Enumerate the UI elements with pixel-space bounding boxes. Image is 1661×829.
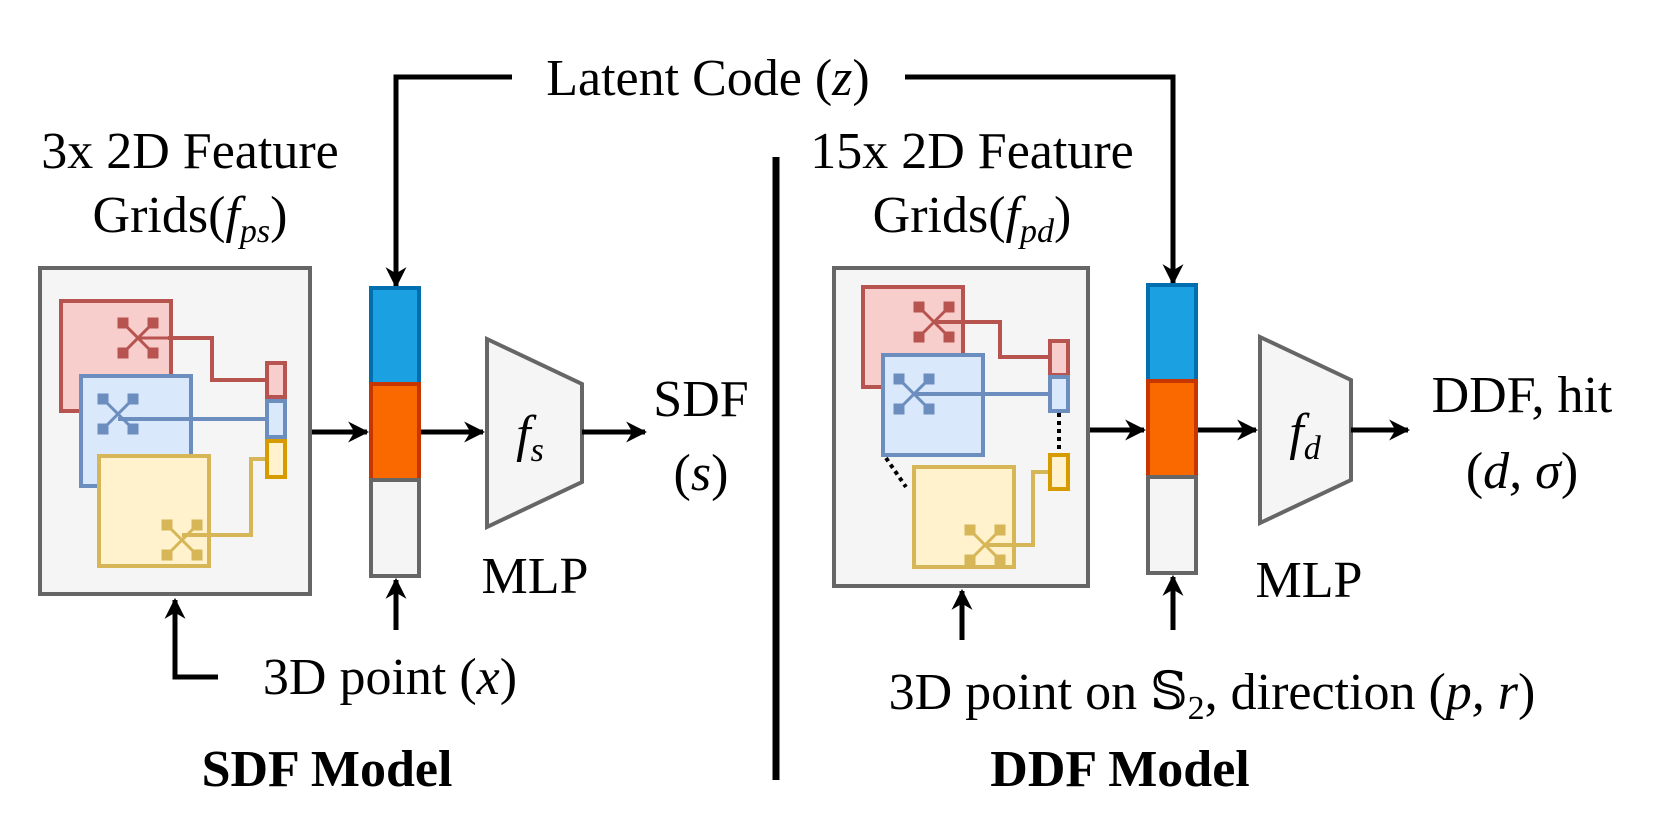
sdf-red-sample-icon	[117, 317, 168, 359]
sdf-point-segment	[369, 478, 421, 578]
sdf-latent-segment	[369, 286, 421, 386]
ddf-grids-label-line2: Grids(fpd)	[873, 187, 1072, 250]
ddf-mlp-block: fd	[1258, 333, 1353, 527]
ddf-feature-grid-panel	[832, 266, 1090, 588]
ddf-red-feature-link	[934, 320, 1050, 359]
sdf-yellow-sample-icon	[161, 519, 203, 561]
sdf-input-arrow-to-panel	[164, 597, 218, 680]
ddf-red-feature-cell	[1048, 339, 1070, 377]
sdf-red-feature-cell	[265, 361, 287, 399]
ddf-output-label-line1: DDF, hit	[1432, 367, 1613, 424]
sdf-feature-vector	[369, 286, 421, 578]
latent-code-label: Latent Code (z)	[546, 50, 869, 107]
sdf-input-label: 3D point (x)	[263, 649, 517, 706]
sdf-blue-sample-icon	[97, 393, 139, 435]
sdf-yellow-feature-link	[182, 457, 267, 537]
ddf-blue-sample-icon	[893, 373, 935, 415]
ddf-model-title: DDF Model	[990, 741, 1249, 798]
sdf-red-feature-link	[168, 336, 267, 382]
latent-arrow-to-ddf	[905, 74, 1184, 286]
ddf-yellow-grid	[912, 465, 1016, 569]
ddf-output-label-line2: (d, σ)	[1466, 443, 1578, 500]
ddf-blue-feature-cell	[1048, 375, 1070, 413]
ddf-feature-segment	[1146, 379, 1198, 479]
sdf-feature-grid-panel	[38, 266, 312, 596]
ddf-feature-vector	[1146, 283, 1198, 575]
sdf-mlp-label: MLP	[482, 548, 589, 605]
ddf-point-segment	[1146, 475, 1198, 575]
ddf-yellow-feature-link	[985, 470, 1050, 547]
sdf-blue-feature-cell	[265, 399, 287, 439]
ddf-yellow-feature-cell	[1048, 453, 1070, 491]
latent-arrow-to-sdf	[385, 74, 512, 289]
sdf-model-title: SDF Model	[202, 741, 453, 798]
sdf-output-label-line1: SDF	[653, 371, 748, 428]
ddf-grids-label-line1: 15x 2D Feature	[810, 123, 1133, 180]
sdf-feature-segment	[369, 382, 421, 482]
ddf-mlp-label: MLP	[1256, 552, 1363, 609]
ddf-input-label: 3D point on 𝕊2, direction (p, r)	[889, 664, 1536, 727]
sdf-grids-label-line2: Grids(fps)	[93, 187, 288, 250]
ddf-grid-ellipsis-connector	[884, 456, 908, 489]
ddf-latent-segment	[1146, 283, 1198, 383]
sdf-output-label-line2: (s)	[674, 445, 729, 502]
sdf-yellow-feature-cell	[265, 439, 287, 479]
sdf-mlp-block: fs	[485, 335, 584, 531]
sdf-grids-label-line1: 3x 2D Feature	[41, 123, 338, 180]
